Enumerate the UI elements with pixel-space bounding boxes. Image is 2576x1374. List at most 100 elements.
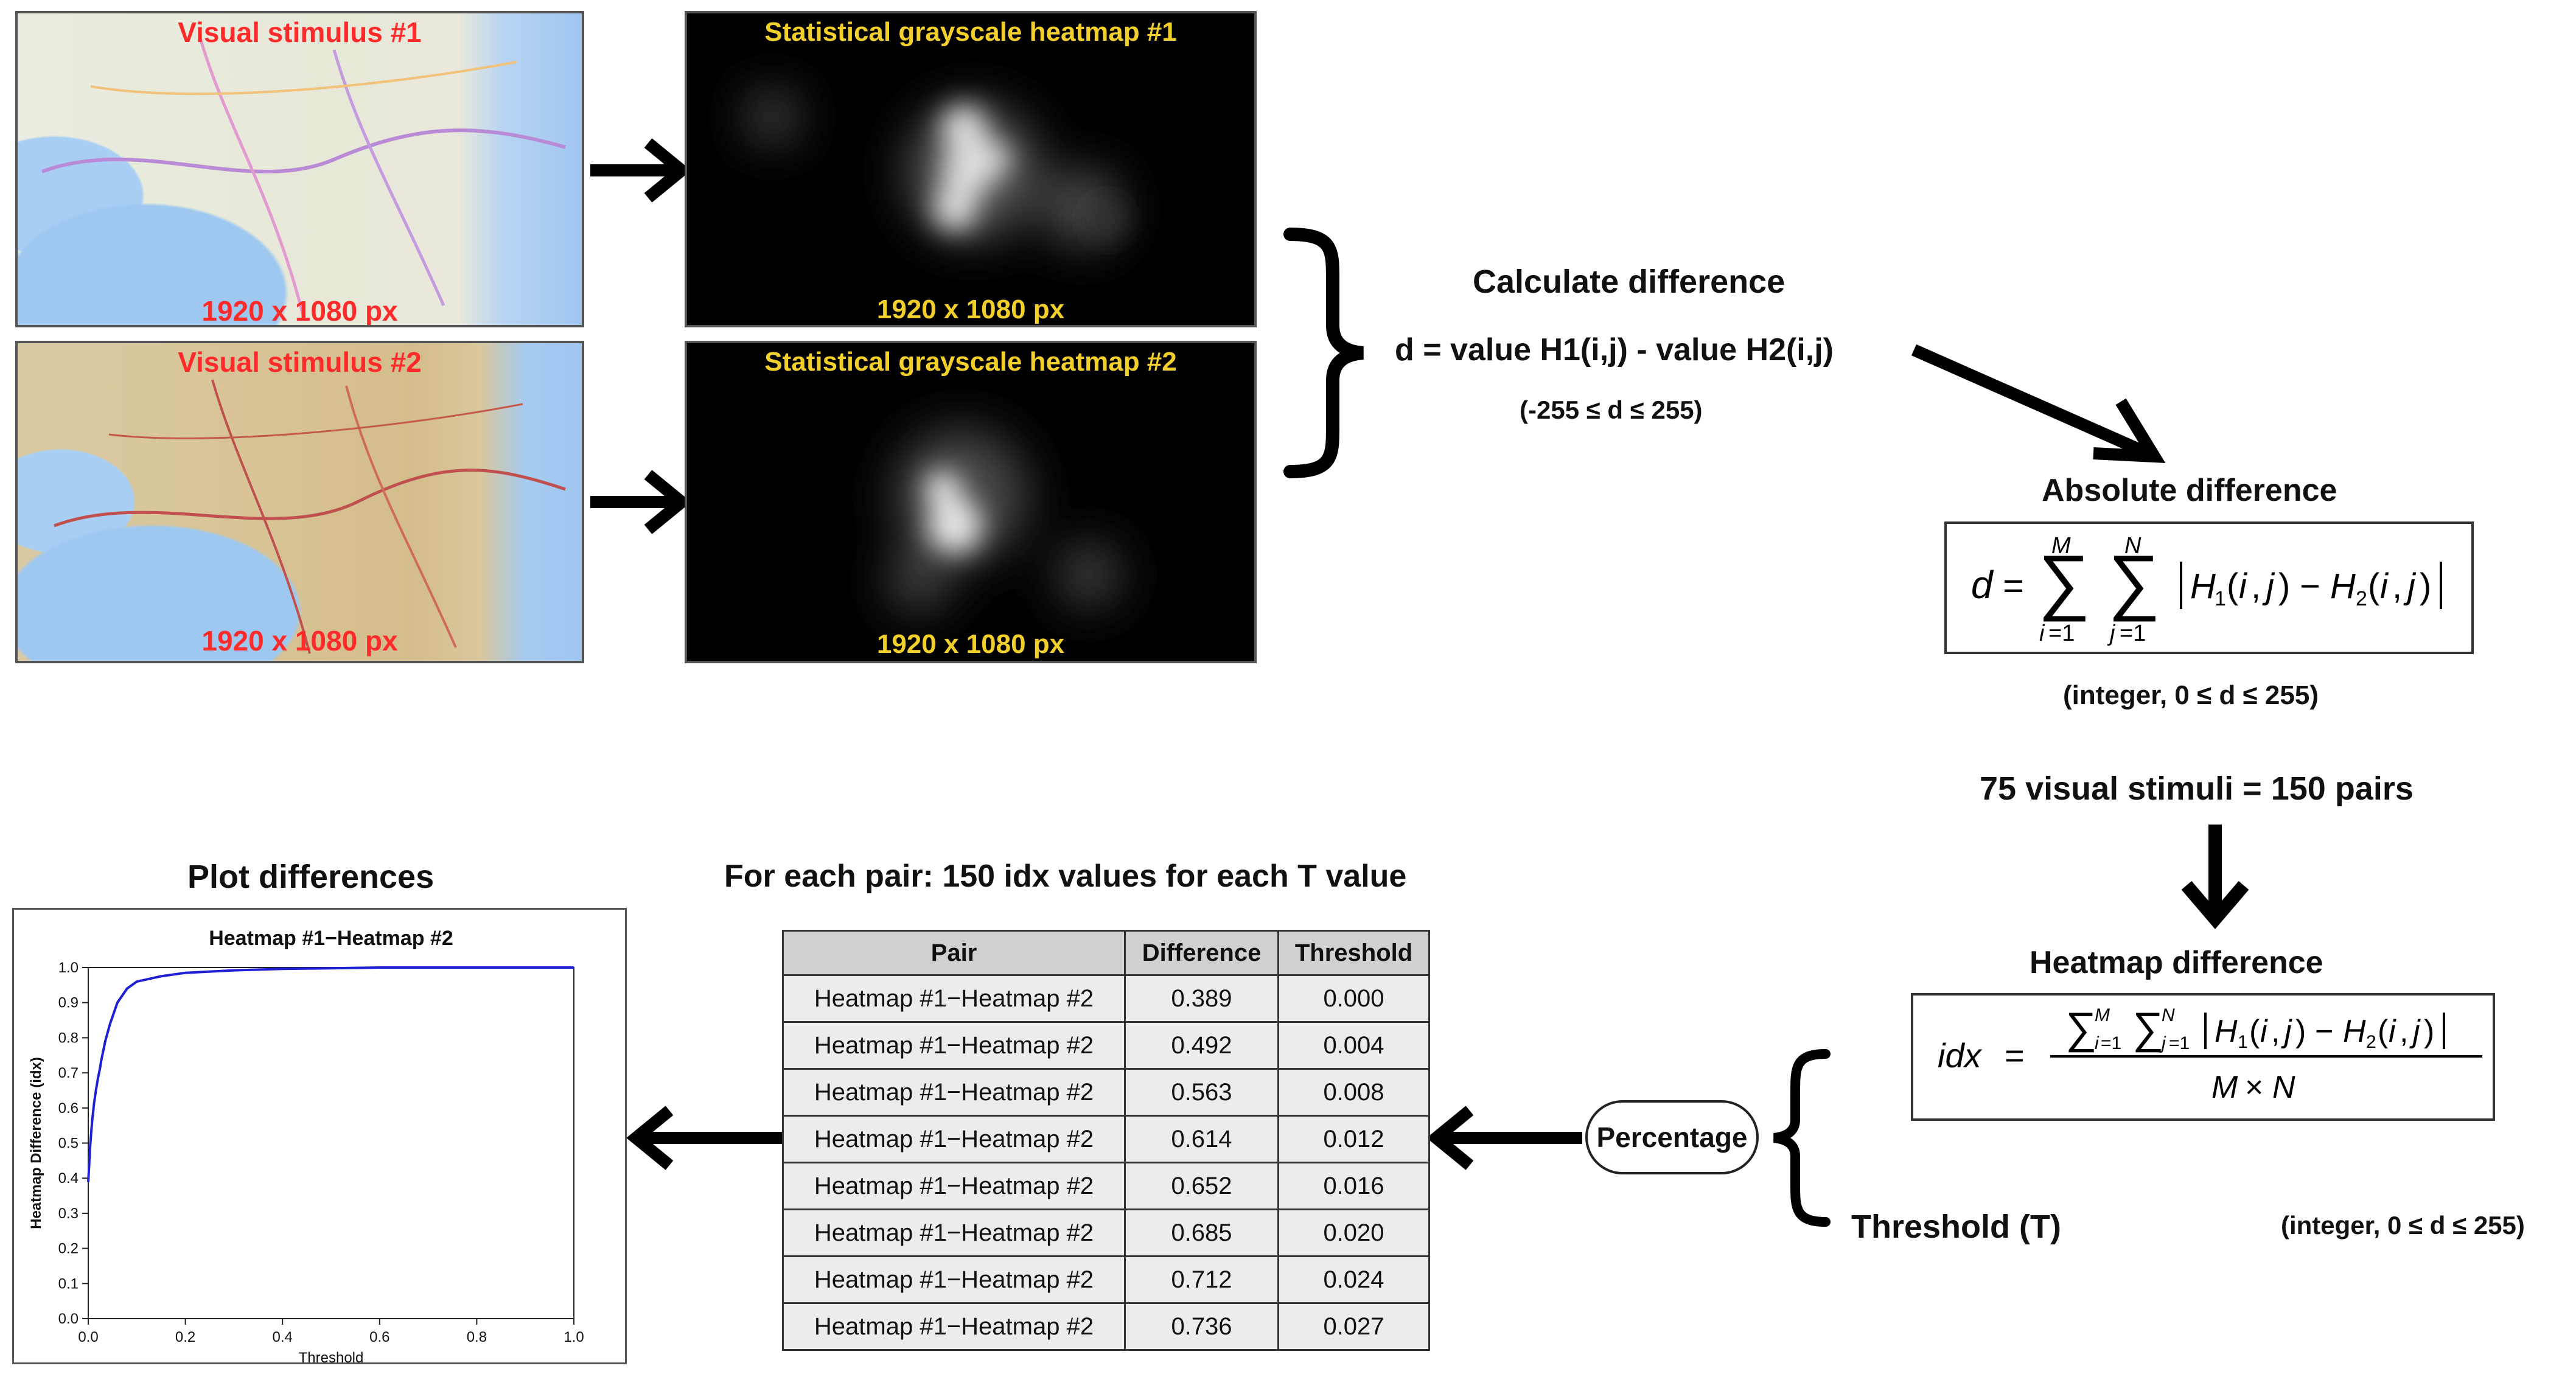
cell-pair: Heatmap #1−Heatmap #2 <box>782 974 1126 1023</box>
svg-text:1: 1 <box>2215 587 2226 610</box>
svg-text:2: 2 <box>2366 1032 2376 1052</box>
svg-text:,: , <box>2400 1014 2408 1049</box>
y-tick-label: 0.7 <box>58 1065 79 1081</box>
stimulus-1-size: 1920 x 1080 px <box>201 295 398 327</box>
curly-brace-right-icon <box>1283 228 1364 478</box>
stimulus-1-title: Visual stimulus #1 <box>178 16 422 48</box>
svg-text:∑: ∑ <box>2132 1004 2163 1053</box>
absolute-range: (integer, 0 ≤ d ≤ 255) <box>2063 680 2319 710</box>
cell-pair: Heatmap #1−Heatmap #2 <box>782 1208 1126 1257</box>
heatmap-blobs-2 <box>888 428 1119 611</box>
cell-difference: 0.736 <box>1124 1302 1279 1351</box>
y-tick-label: 0.2 <box>58 1241 79 1257</box>
pairs-note: 75 visual stimuli = 150 pairs <box>1980 770 2414 807</box>
y-tick-label: 0.6 <box>58 1100 79 1117</box>
x-tick-label: 0.6 <box>369 1329 389 1345</box>
svg-text:j: j <box>2281 1014 2292 1049</box>
svg-text:d: d <box>1971 563 1994 607</box>
stimulus-2-title: Visual stimulus #2 <box>178 346 422 378</box>
cell-threshold: 0.020 <box>1277 1208 1430 1257</box>
arrow-right-icon <box>590 138 691 203</box>
svg-text:N: N <box>2272 1070 2295 1105</box>
heatmap-difference-formula: idx = ∑ M i =1 ∑ N j =1 H 1 ( i , j ) − … <box>1911 993 2495 1121</box>
cell-difference: 0.712 <box>1124 1255 1279 1304</box>
calc-title: Calculate difference <box>1473 263 1785 300</box>
absolute-difference-formula: d = ∑ M i =1 ∑ N j =1 H 1 ( i , j ) − H … <box>1944 521 2474 654</box>
x-tick-label: 0.2 <box>175 1329 195 1345</box>
cell-pair: Heatmap #1−Heatmap #2 <box>782 1162 1126 1210</box>
svg-text:M: M <box>2211 1070 2238 1105</box>
svg-text:M: M <box>2051 533 2071 559</box>
svg-text:=: = <box>2003 565 2024 606</box>
heatmap-2-size: 1920 x 1080 px <box>876 629 1065 659</box>
cell-difference: 0.614 <box>1124 1115 1279 1163</box>
cell-threshold: 0.008 <box>1277 1068 1430 1117</box>
map-roads-1 <box>41 37 566 318</box>
y-tick-label: 0.1 <box>58 1275 79 1292</box>
chart-title: Heatmap #1−Heatmap #2 <box>209 927 453 950</box>
absolute-title: Absolute difference <box>2042 473 2337 508</box>
y-tick-label: 0.9 <box>58 995 79 1011</box>
cell-threshold: 0.012 <box>1277 1115 1430 1163</box>
table-header-row: Pair Difference Threshold <box>782 930 1430 976</box>
svg-text:N: N <box>2162 1005 2175 1025</box>
heatmap-blobs-1 <box>748 92 1125 245</box>
svg-text:1: 1 <box>2238 1032 2248 1052</box>
visual-stimulus-2-image: Visual stimulus #2 1920 x 1080 px <box>15 341 584 663</box>
svg-text:): ) <box>2295 1014 2306 1049</box>
svg-text:,: , <box>2251 567 2261 606</box>
header-difference: Difference <box>1124 930 1279 976</box>
cell-threshold: 0.000 <box>1277 974 1430 1023</box>
svg-text:H: H <box>2190 567 2216 606</box>
svg-text:=1: =1 <box>2120 621 2146 646</box>
heatmap-1-size: 1920 x 1080 px <box>876 295 1065 324</box>
svg-text:−: − <box>2300 567 2320 606</box>
svg-text:): ) <box>2420 567 2431 606</box>
svg-text:): ) <box>2278 567 2290 606</box>
calc-formula: d = value H1(i,j) - value H2(i,j) <box>1395 332 1834 368</box>
cell-threshold: 0.027 <box>1277 1302 1430 1351</box>
svg-text:j: j <box>2409 1014 2421 1049</box>
x-tick-label: 0.8 <box>467 1329 487 1345</box>
arrow-right-icon <box>590 470 691 534</box>
svg-text:=1: =1 <box>2169 1033 2190 1053</box>
svg-text:=1: =1 <box>2048 621 2075 646</box>
svg-text:∑: ∑ <box>2108 540 2160 622</box>
arrow-left-icon <box>1426 1106 1582 1170</box>
svg-text:H: H <box>2215 1014 2238 1049</box>
cell-threshold: 0.024 <box>1277 1255 1430 1304</box>
curly-brace-left-icon <box>1773 1049 1831 1227</box>
cell-pair: Heatmap #1−Heatmap #2 <box>782 1115 1126 1163</box>
series-line <box>87 966 574 1182</box>
map-roads-2 <box>54 379 566 654</box>
svg-text:(: ( <box>2378 1014 2389 1049</box>
header-pair: Pair <box>782 930 1126 976</box>
svg-text:2: 2 <box>2356 587 2367 610</box>
y-tick-label: 0.5 <box>58 1135 79 1152</box>
cell-difference: 0.492 <box>1124 1021 1279 1070</box>
y-tick-label: 0.4 <box>58 1170 79 1187</box>
calc-range: (-255 ≤ d ≤ 255) <box>1520 396 1703 424</box>
cell-pair: Heatmap #1−Heatmap #2 <box>782 1021 1126 1070</box>
heatmap-2-title: Statistical grayscale heatmap #2 <box>764 347 1177 377</box>
threshold-label: Threshold (T) <box>1851 1208 2061 1245</box>
svg-text:H: H <box>2330 567 2356 606</box>
svg-text:idx: idx <box>1938 1036 1983 1075</box>
svg-text:j: j <box>2262 567 2275 606</box>
percentage-node: Percentage <box>1585 1100 1759 1174</box>
grayscale-heatmap-1-image: Statistical grayscale heatmap #1 1920 x … <box>685 11 1257 327</box>
svg-text:=: = <box>2005 1036 2025 1075</box>
cell-difference: 0.652 <box>1124 1162 1279 1210</box>
svg-text:−: − <box>2315 1014 2333 1049</box>
arrow-down-right-icon <box>1911 344 2166 463</box>
svg-text:i: i <box>2389 1014 2396 1049</box>
svg-text:i: i <box>2095 1033 2100 1053</box>
svg-text:j: j <box>2107 621 2116 646</box>
